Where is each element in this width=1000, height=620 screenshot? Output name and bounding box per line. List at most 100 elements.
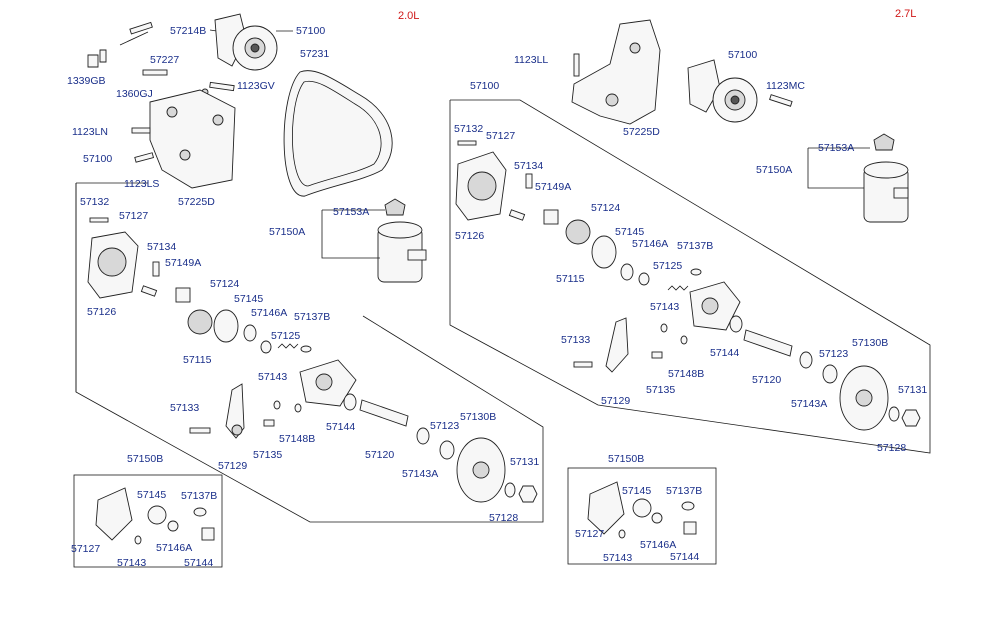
part-label[interactable]: 1123MC: [766, 80, 805, 92]
part-label[interactable]: 57127: [71, 543, 100, 555]
kit-title[interactable]: 57150B: [608, 453, 644, 465]
part-label[interactable]: 57137B: [294, 311, 330, 323]
variant-label-right: 2.7L: [895, 8, 916, 20]
part-label[interactable]: 57144: [710, 347, 739, 359]
part-label[interactable]: 57137B: [677, 240, 713, 252]
kit-labels-left: 57150B 57145 57137B 57127 57146A 57143 5…: [71, 453, 217, 569]
right-kit-box: [567, 467, 717, 565]
part-label[interactable]: 57146A: [156, 542, 192, 554]
part-label[interactable]: 57225D: [178, 196, 215, 208]
part-label[interactable]: 57153A: [818, 142, 854, 154]
part-label[interactable]: 57148B: [279, 433, 315, 445]
part-label[interactable]: 57227: [150, 54, 179, 66]
part-label[interactable]: 1123LS: [124, 178, 159, 190]
part-label[interactable]: 57130B: [852, 337, 888, 349]
part-label[interactable]: 57115: [556, 273, 585, 285]
part-label[interactable]: 1123GV: [237, 80, 275, 92]
part-label[interactable]: 57148B: [668, 368, 704, 380]
part-label[interactable]: 57135: [253, 449, 282, 461]
part-label[interactable]: 1123LL: [514, 54, 548, 66]
part-label[interactable]: 57125: [271, 330, 300, 342]
part-label[interactable]: 57143: [603, 552, 632, 564]
part-label[interactable]: 57134: [514, 160, 543, 172]
part-label[interactable]: 57146A: [251, 307, 287, 319]
part-label[interactable]: 57132: [80, 196, 109, 208]
part-label[interactable]: 57150A: [269, 226, 305, 238]
part-label[interactable]: 57144: [184, 557, 213, 569]
part-label[interactable]: 57137B: [666, 485, 702, 497]
part-label[interactable]: 57144: [670, 551, 699, 563]
part-label[interactable]: 57100: [470, 80, 499, 92]
labels-left: 57214B 57100 1339GB 57227 57231 1360GJ 1…: [67, 25, 539, 524]
part-label[interactable]: 57149A: [165, 257, 201, 269]
part-label[interactable]: 57100: [296, 25, 325, 37]
part-label[interactable]: 57120: [365, 449, 394, 461]
left-kit-box: [73, 474, 223, 568]
part-label[interactable]: 57145: [137, 489, 166, 501]
part-label[interactable]: 57124: [210, 278, 239, 290]
part-label[interactable]: 57126: [87, 306, 116, 318]
part-label[interactable]: 57115: [183, 354, 212, 366]
part-label[interactable]: 57146A: [632, 238, 668, 250]
part-label[interactable]: 57133: [170, 402, 199, 414]
part-label[interactable]: 57225D: [623, 126, 660, 138]
left-assembly-frame: [75, 182, 544, 523]
part-label[interactable]: 57100: [728, 49, 757, 61]
part-label[interactable]: 57100: [83, 153, 112, 165]
part-label[interactable]: 57125: [653, 260, 682, 272]
part-label[interactable]: 57126: [455, 230, 484, 242]
part-label[interactable]: 57128: [877, 442, 906, 454]
part-label[interactable]: 57143: [258, 371, 287, 383]
part-label[interactable]: 57145: [622, 485, 651, 497]
part-label[interactable]: 57132: [454, 123, 483, 135]
part-label[interactable]: 57145: [234, 293, 263, 305]
part-label[interactable]: 57135: [646, 384, 675, 396]
kit-title[interactable]: 57150B: [127, 453, 163, 465]
labels-right: 57100 1123LL 57100 1123MC 57225D 57132 5…: [454, 49, 927, 454]
part-label[interactable]: 57150A: [756, 164, 792, 176]
part-label[interactable]: 57143A: [402, 468, 438, 480]
right-reservoir: [807, 133, 909, 223]
drive-belt: [283, 70, 393, 197]
part-label[interactable]: 57123: [430, 420, 459, 432]
part-label[interactable]: 57124: [591, 202, 620, 214]
part-label[interactable]: 1339GB: [67, 75, 106, 87]
part-label[interactable]: 57149A: [535, 181, 571, 193]
part-label[interactable]: 57146A: [640, 539, 676, 551]
part-label[interactable]: 57143: [117, 557, 146, 569]
left-pump-top: [119, 13, 293, 71]
part-label[interactable]: 57143: [650, 301, 679, 313]
part-label[interactable]: 57130B: [460, 411, 496, 423]
variant-label-left: 2.0L: [398, 10, 419, 22]
part-label[interactable]: 57129: [601, 395, 630, 407]
part-label[interactable]: 57214B: [170, 25, 206, 37]
part-label[interactable]: 57143A: [791, 398, 827, 410]
part-label[interactable]: 57145: [615, 226, 644, 238]
part-label[interactable]: 57133: [561, 334, 590, 346]
kit-labels-right: 57150B 57145 57137B 57127 57146A 57143 5…: [575, 453, 702, 564]
part-label[interactable]: 57131: [898, 384, 927, 396]
part-label[interactable]: 57127: [486, 130, 515, 142]
part-label[interactable]: 1123LN: [72, 126, 108, 138]
part-label[interactable]: 57129: [218, 460, 247, 472]
part-label[interactable]: 57153A: [333, 206, 369, 218]
left-pump-internals: [87, 217, 538, 503]
right-pump-internals: [455, 140, 921, 431]
part-label[interactable]: 57144: [326, 421, 355, 433]
part-label[interactable]: 57127: [575, 528, 604, 540]
part-label[interactable]: 57127: [119, 210, 148, 222]
part-label[interactable]: 57137B: [181, 490, 217, 502]
part-label[interactable]: 57134: [147, 241, 176, 253]
part-label[interactable]: 57231: [300, 48, 329, 60]
part-label[interactable]: 57128: [489, 512, 518, 524]
part-label[interactable]: 57123: [819, 348, 848, 360]
left-bracket: [87, 49, 236, 189]
right-bracket-pump: [571, 19, 793, 125]
right-assembly-frame: [449, 99, 931, 454]
part-label[interactable]: 1360GJ: [116, 88, 153, 100]
left-reservoir: [321, 198, 427, 283]
part-label[interactable]: 57131: [510, 456, 539, 468]
part-label[interactable]: 57120: [752, 374, 781, 386]
